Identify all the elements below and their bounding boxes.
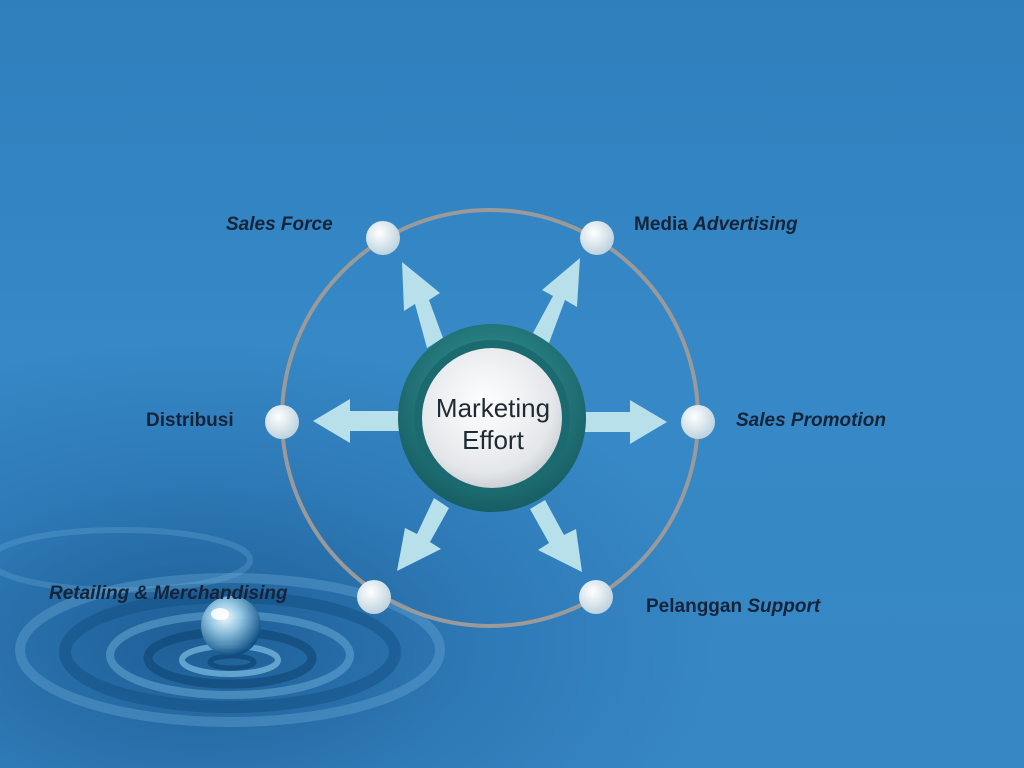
label-media-advertising: Media Advertising (634, 214, 798, 236)
label-sales-promotion: Sales Promotion (736, 410, 886, 432)
label-retailing-text: Retailing & Merchandising (49, 583, 288, 604)
label-support-text: Support (747, 596, 821, 617)
circle-node-icon (579, 580, 613, 614)
label-sales-promotion-text: Sales Promotion (736, 410, 886, 431)
label-sales-force-text: Sales Force (226, 214, 333, 235)
label-retailing-merchandising: Retailing & Merchandising (49, 583, 288, 605)
center-title-line2: Effort (462, 425, 524, 455)
center-title-line1: Marketing (435, 393, 551, 423)
circle-node-icon (265, 405, 299, 439)
label-pelanggan-support: Pelanggan Support (646, 596, 820, 618)
circle-node-icon (366, 221, 400, 255)
circle-node-icon (357, 580, 391, 614)
label-advertising-text: Advertising (693, 214, 798, 235)
hub-center (422, 348, 562, 488)
label-distribusi: Distribusi (146, 410, 234, 432)
label-media-text: Media (634, 214, 694, 235)
arrow-down-right-icon (530, 500, 582, 572)
arrow-up-left-icon (402, 262, 443, 348)
arrow-left-icon (313, 399, 400, 443)
label-sales-force: Sales Force (226, 214, 333, 236)
arrow-down-left-icon (397, 498, 449, 571)
arrow-up-right-icon (533, 258, 580, 343)
label-pelanggan-text: Pelanggan (646, 596, 748, 617)
circle-node-icon (580, 221, 614, 255)
arrow-icon (313, 258, 667, 572)
circle-node-icon (681, 405, 715, 439)
center-title: Marketing Effort (433, 392, 553, 456)
label-distribusi-text: Distribusi (146, 410, 234, 431)
arrow-right-icon (580, 400, 667, 444)
